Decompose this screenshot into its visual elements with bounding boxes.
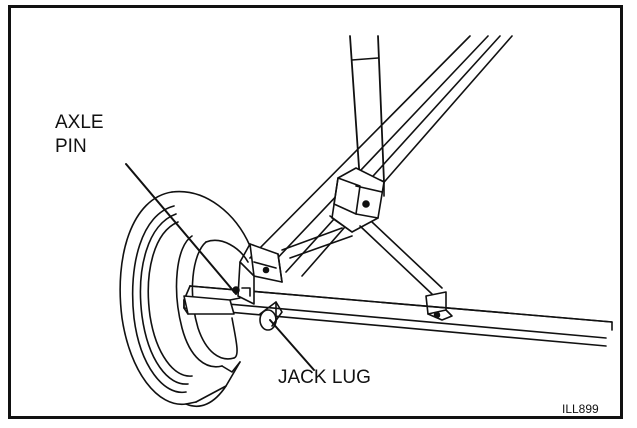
illustration-frame [8,5,623,419]
figure-id-label: ILL899 [562,402,599,416]
wheel [119,190,251,408]
frame-tube-upper [249,35,513,277]
axle-pin-label-line2: PIN [55,136,87,157]
jack-lug-label: JACK LUG [278,367,371,388]
axle-end [183,295,241,315]
jack-lug [259,301,283,331]
leader-lines [125,163,315,371]
axle-bracket [232,243,283,305]
upper-bracket [329,167,385,233]
axle-pin-label-line1: AXLE [55,112,104,133]
diagonal-brace [281,221,453,321]
